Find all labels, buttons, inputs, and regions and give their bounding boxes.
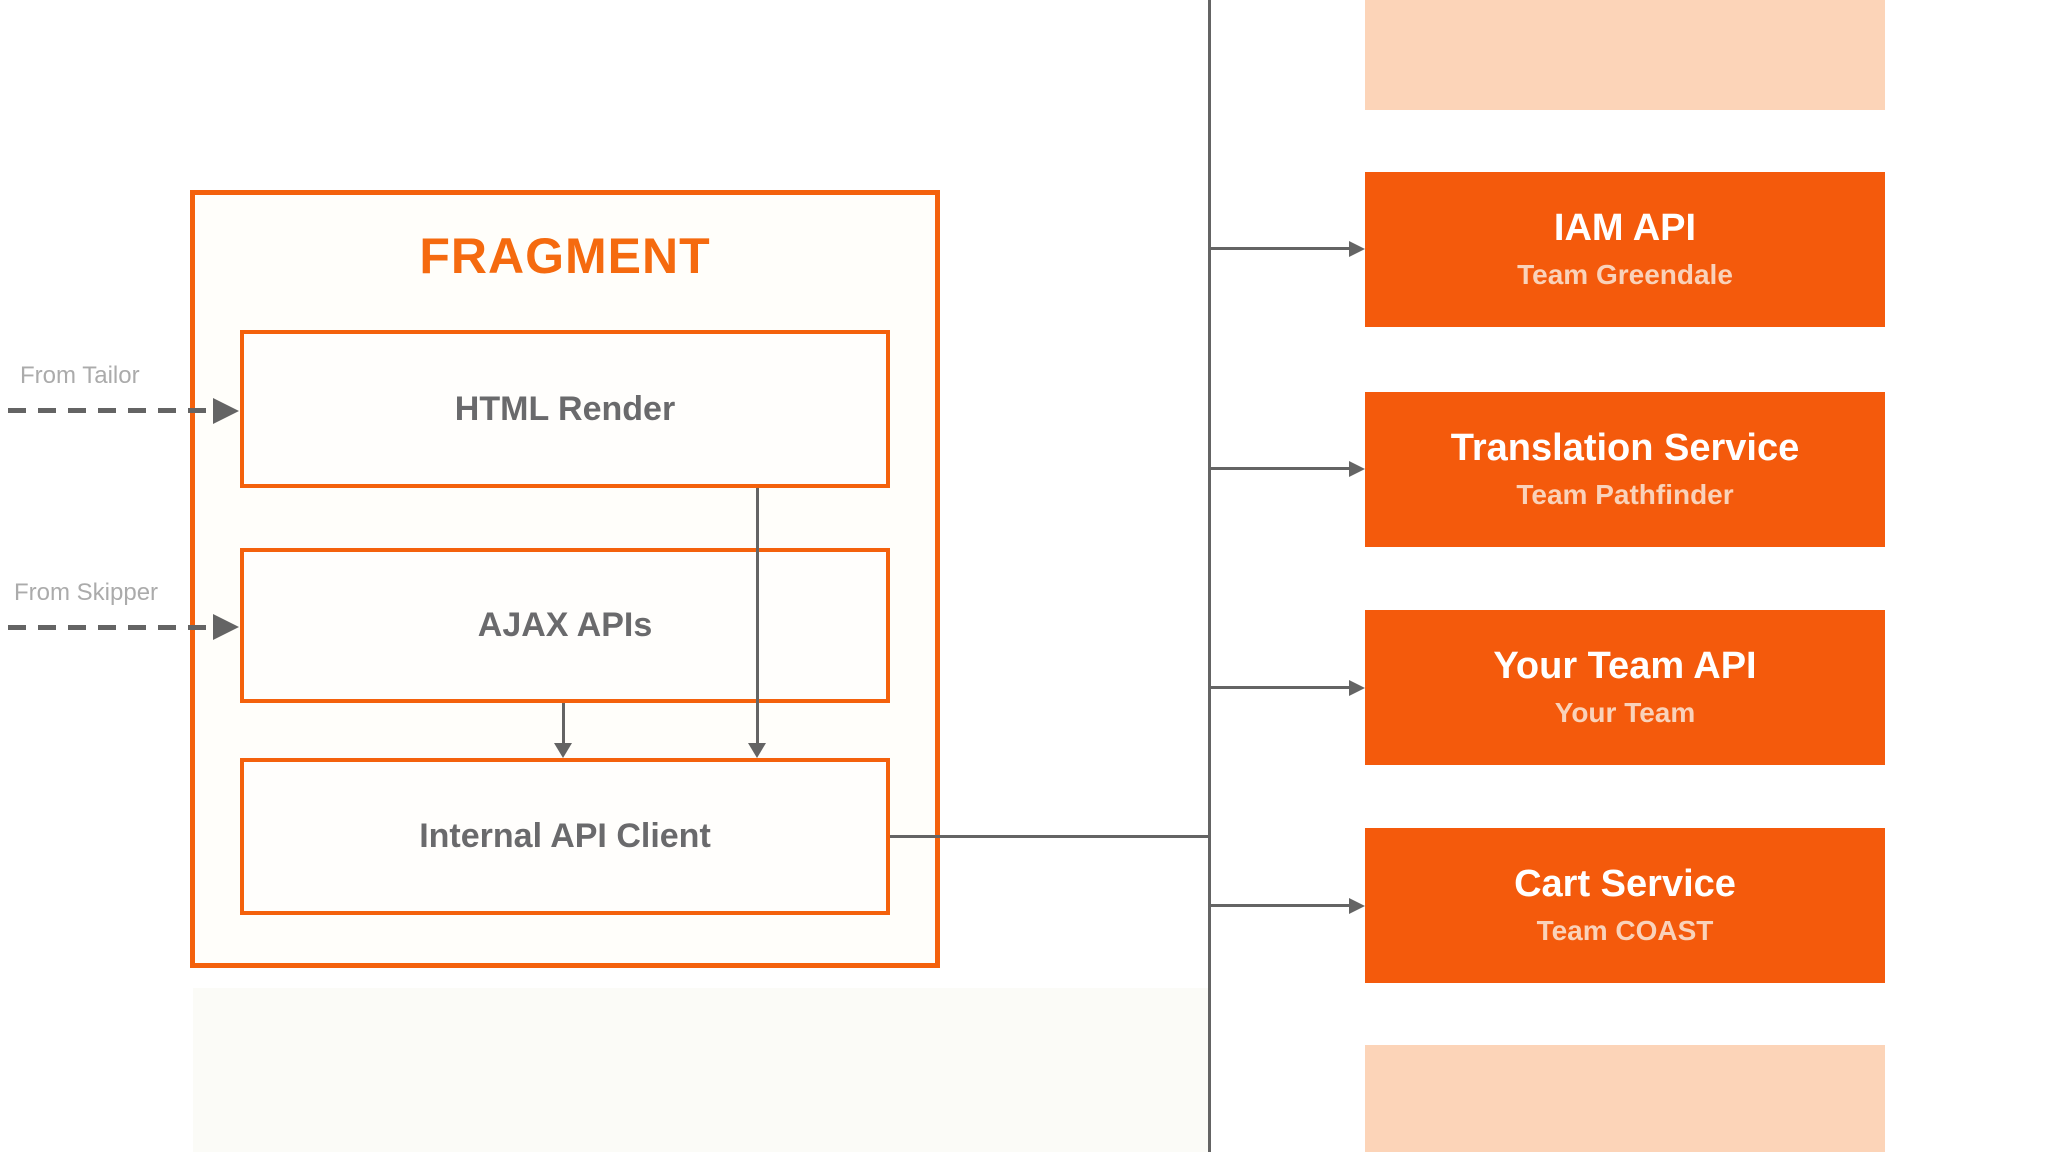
service-partial-top (1365, 0, 1885, 110)
arrow-right-icon (1349, 898, 1365, 914)
service-team: Team Pathfinder (1516, 478, 1734, 510)
service-name: Cart Service (1514, 862, 1736, 905)
edge-internal-to-bus (890, 835, 1210, 838)
node-ajax-apis-label: AJAX APIs (477, 606, 653, 644)
node-translation-service: Translation Service Team Pathfinder (1365, 392, 1885, 547)
fragment-title: FRAGMENT (419, 228, 711, 284)
edge-bus-to-cart-service (1211, 904, 1349, 907)
node-html-render-label: HTML Render (454, 389, 676, 428)
arrow-right-icon (213, 398, 239, 424)
service-name: IAM API (1553, 206, 1697, 249)
edge-htmlrender-to-internal (756, 488, 759, 744)
node-iam-api: IAM API Team Greendale (1365, 172, 1885, 327)
service-partial-bottom (1365, 1045, 1885, 1152)
edge-bus-to-translation-service (1211, 467, 1349, 470)
arrow-down-icon (554, 743, 572, 758)
label-from-tailor: From Tailor (20, 362, 140, 389)
edge-from-tailor (8, 408, 214, 413)
arrow-right-icon (1349, 680, 1365, 696)
arrow-right-icon (213, 614, 239, 640)
service-name: Your Team API (1493, 644, 1757, 687)
arrow-right-icon (1349, 241, 1365, 257)
service-team: Team COAST (1536, 914, 1714, 946)
edge-ajax-to-internal (562, 703, 565, 744)
edge-from-skipper (8, 625, 214, 630)
node-your-team-api: Your Team API Your Team (1365, 610, 1885, 765)
node-internal-api-client: Internal API Client (240, 758, 890, 915)
service-bus-line (1208, 0, 1211, 1152)
edge-bus-to-iam-api (1211, 247, 1349, 250)
edge-bus-to-your-team-api (1211, 686, 1349, 689)
arrow-right-icon (1349, 461, 1365, 477)
node-html-render: HTML Render (240, 330, 890, 488)
arrow-down-icon (748, 743, 766, 758)
service-team: Your Team (1554, 696, 1696, 728)
node-ajax-apis: AJAX APIs (240, 548, 890, 703)
service-name: Translation Service (1450, 426, 1800, 469)
label-from-skipper: From Skipper (14, 579, 159, 606)
node-internal-api-client-label: Internal API Client (419, 817, 711, 855)
background-tint-region (193, 988, 1209, 1152)
node-cart-service: Cart Service Team COAST (1365, 828, 1885, 983)
service-team: Team Greendale (1517, 258, 1733, 290)
